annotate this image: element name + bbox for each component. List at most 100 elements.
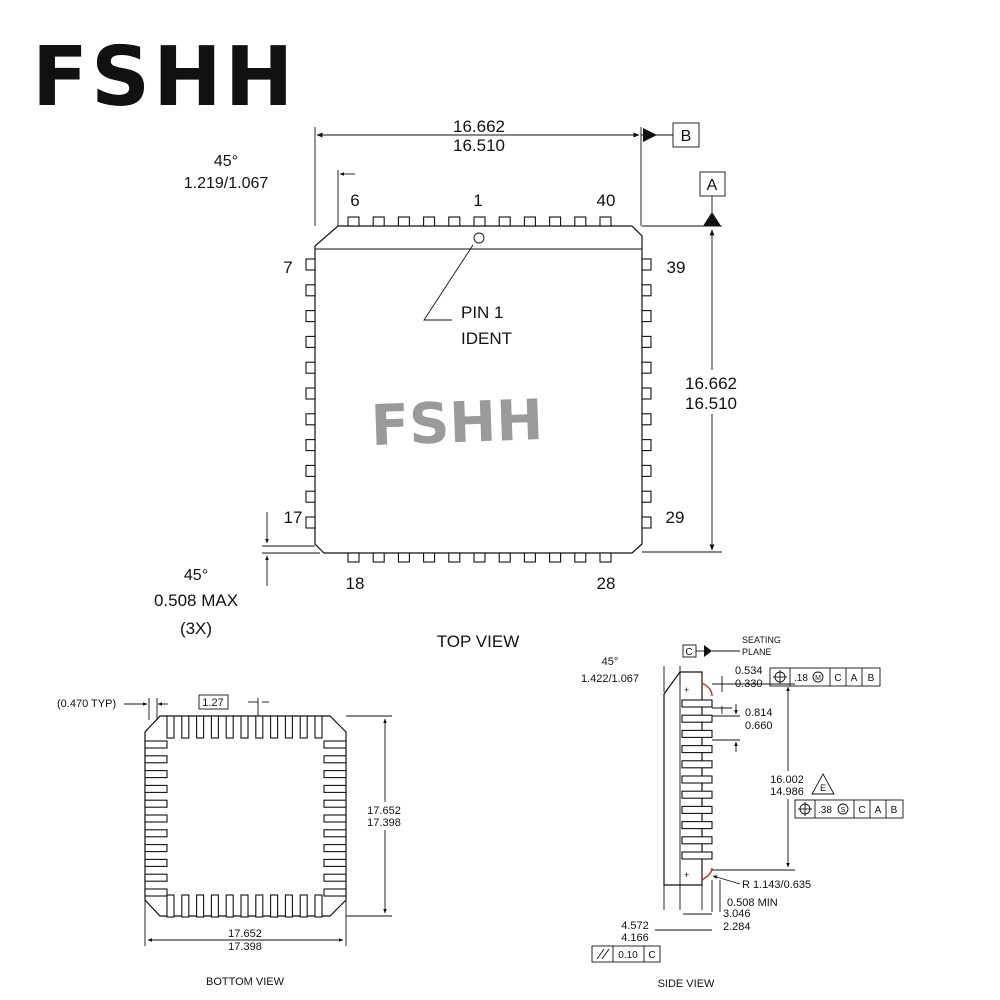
bottom-view-title: BOTTOM VIEW (206, 976, 285, 988)
bottom-view-lead-left (144, 844, 168, 853)
side-span-max: 16.002 (770, 774, 804, 786)
top-width-max: 16.662 (453, 117, 505, 136)
pin-label-17: 17 (284, 508, 303, 527)
bottom-view-lead-left (144, 888, 168, 897)
bottom-view-lead-right (323, 740, 347, 749)
left-pin (305, 335, 316, 348)
bottom-pin (372, 552, 385, 563)
datum-c-triangle (704, 645, 712, 657)
top-pin (574, 216, 587, 227)
side-chamfer-dim: 1.422/1.067 (581, 673, 639, 685)
bottom-view-lead-top (210, 715, 219, 739)
left-pin (305, 284, 316, 297)
note-e: E (820, 783, 826, 793)
datum-a-box (699, 171, 726, 197)
top-pin (397, 216, 410, 227)
datum-a-triangle (703, 212, 721, 226)
pin1-dot (473, 232, 485, 244)
side-view-title: SIDE VIEW (658, 978, 715, 990)
fcf1-tolerance: .18 (794, 673, 808, 684)
right-pin (641, 335, 652, 348)
bottom-view-lead-left (144, 755, 168, 764)
bottom-view-lead-left (144, 784, 168, 793)
bottom-view-lead-bottom (255, 894, 264, 918)
datum-b-triangle (643, 128, 657, 142)
bottom-pin (549, 552, 562, 563)
right-pin (641, 413, 652, 426)
side-view-lead (681, 790, 713, 799)
bottom-view: (0.470 TYP) 1.27 17.652 17.398 17.652 17… (57, 694, 406, 988)
left-pin (305, 310, 316, 323)
bottom-height-max: 17.652 (367, 805, 401, 817)
top-pin (549, 216, 562, 227)
side-shoulder-max: 0.814 (745, 707, 773, 719)
bottom-view-lead-right (323, 814, 347, 823)
chamfer-dim: 1.219/1.067 (184, 175, 269, 192)
bottom-view-lead-right (323, 844, 347, 853)
side-span-min: 14.986 (770, 786, 804, 798)
bottom-view-lead-right (323, 829, 347, 838)
bottom-pitch: 1.27 (202, 697, 223, 709)
right-pin (641, 490, 652, 503)
bottom-view-lead-bottom (314, 894, 323, 918)
bottom-view-lead-right (323, 755, 347, 764)
fcf2-datum-a: A (875, 805, 882, 816)
left-pin (305, 490, 316, 503)
side-total-h-max: 4.572 (621, 920, 649, 932)
j-lead-bottom (701, 867, 713, 881)
side-view-lead (681, 805, 713, 814)
right-pin (641, 387, 652, 400)
top-view-title: TOP VIEW (437, 632, 520, 651)
left-pin (305, 439, 316, 452)
left-pin (305, 361, 316, 374)
fcf2-datum-c: C (858, 805, 865, 816)
bottom-view-lead-top (225, 715, 234, 739)
side-angle: 45° (602, 656, 619, 668)
pin-label-29: 29 (666, 508, 685, 527)
side-view-leads (681, 699, 713, 860)
side-lead-w-max: 0.534 (735, 665, 763, 677)
bottom-height-min: 17.398 (367, 817, 401, 829)
bottom-view-lead-top (270, 715, 279, 739)
brand-logo: FSHH (32, 30, 296, 125)
pin-label-39: 39 (667, 258, 686, 277)
right-pin (641, 258, 652, 271)
datum-b-label: B (681, 128, 692, 145)
top-pin (599, 216, 612, 227)
bottom-view-lead-bottom (225, 894, 234, 918)
pin-label-1: 1 (473, 191, 482, 210)
pin1-ident-line2: IDENT (461, 329, 512, 348)
top-pin (372, 216, 385, 227)
bottom-view-lead-top (255, 715, 264, 739)
side-view-lead (681, 760, 713, 769)
corner-count: (3X) (180, 619, 212, 638)
datum-a-label: A (707, 177, 718, 194)
bottom-view-lead-bottom (210, 894, 219, 918)
top-pin (347, 216, 360, 227)
pin-label-40: 40 (597, 191, 616, 210)
bottom-view-lead-left (144, 770, 168, 779)
fcf1-modifier: M (815, 675, 821, 682)
bottom-view-lead-bottom (299, 894, 308, 918)
bottom-view-lead-top (196, 715, 205, 739)
bottom-pin (523, 552, 536, 563)
pin-label-18: 18 (346, 574, 365, 593)
side-view-lead (681, 745, 713, 754)
bottom-view-pins (144, 715, 347, 918)
side-view-lead (681, 714, 713, 723)
bottom-view-lead-bottom (240, 894, 249, 918)
side-total-h-min: 4.166 (621, 932, 649, 944)
bottom-pin (347, 552, 360, 563)
bottom-view-lead-bottom (270, 894, 279, 918)
side-radius: R 1.143/0.635 (742, 879, 811, 891)
side-standoff: 0.508 MIN (727, 897, 778, 909)
bottom-view-lead-top (299, 715, 308, 739)
left-pin (305, 387, 316, 400)
bottom-view-lead-right (323, 770, 347, 779)
bottom-view-lead-right (323, 799, 347, 808)
bottom-pin (574, 552, 587, 563)
fcf2-modifier: S (841, 807, 846, 814)
pin1-leader (423, 244, 474, 321)
left-pin (305, 413, 316, 426)
fcf-position-1: .18 M C A B (769, 667, 881, 687)
